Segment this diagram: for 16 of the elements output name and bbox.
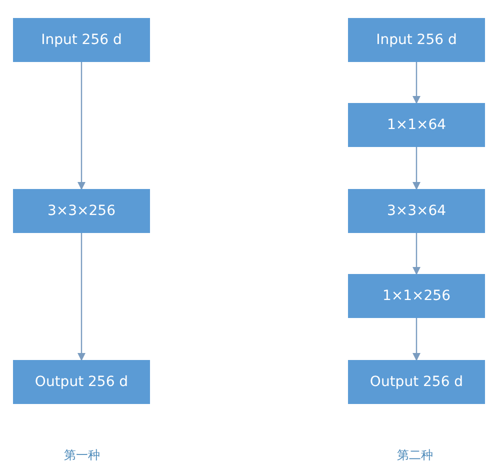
layer-box: Input 256 d [348,18,485,62]
arrow [78,62,86,190]
arrow [412,318,420,361]
arrow [412,62,420,104]
caption: 第一种 [64,447,100,464]
arrow [412,233,420,275]
layer-box: 1×1×64 [348,103,485,147]
layer-box: Input 256 d [13,18,150,62]
layer-box: 1×1×256 [348,274,485,318]
layer-box: Output 256 d [348,360,485,404]
caption: 第二种 [397,447,433,464]
arrow [78,233,86,361]
layer-box: 3×3×64 [348,189,485,233]
arrow [412,147,420,190]
layer-box: Output 256 d [13,360,150,404]
layer-box: 3×3×256 [13,189,150,233]
